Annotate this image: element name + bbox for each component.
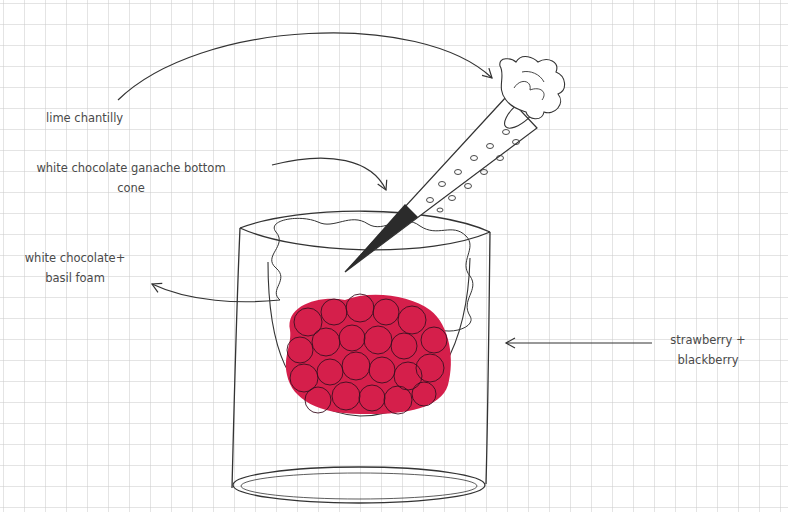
annotation-label: lime chantilly bbox=[46, 108, 196, 128]
leader-arrow bbox=[272, 158, 386, 190]
leader-arrow bbox=[506, 342, 652, 343]
annotation-label: white chocolate ganache bottom cone bbox=[36, 158, 226, 198]
berries bbox=[286, 294, 451, 414]
cone bbox=[345, 57, 565, 272]
annotation-label: white chocolate+ basil foam bbox=[10, 248, 140, 288]
leader-arrow bbox=[152, 284, 280, 302]
leader-arrow bbox=[118, 33, 492, 100]
annotation-label: strawberry + blackberry bbox=[648, 330, 768, 370]
